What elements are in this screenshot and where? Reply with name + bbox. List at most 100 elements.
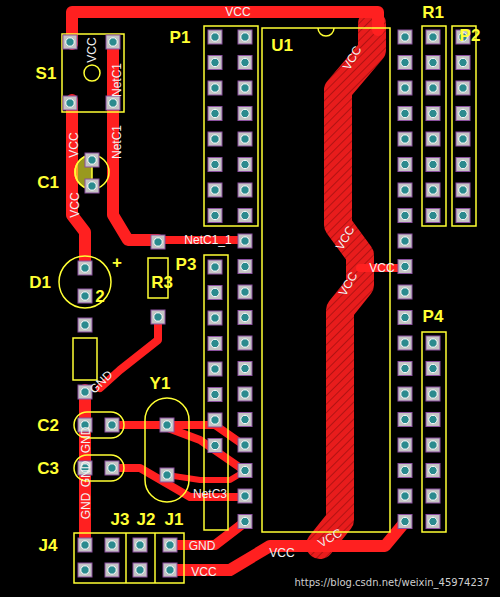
pad-copper	[238, 234, 252, 248]
pad	[105, 418, 119, 432]
pad-hole	[429, 390, 437, 398]
net-label: VCC	[191, 566, 216, 578]
pad-copper	[398, 132, 412, 146]
pad	[238, 81, 252, 95]
pad	[63, 35, 77, 49]
pad	[133, 538, 147, 552]
pad-hole	[429, 466, 437, 474]
pad-copper	[238, 158, 252, 172]
pad-copper	[163, 538, 177, 552]
pad-copper	[105, 461, 119, 475]
pad-hole	[241, 211, 249, 219]
pad	[398, 158, 412, 172]
pad-hole	[211, 314, 219, 322]
pad-copper	[238, 464, 252, 478]
pad-hole	[459, 84, 467, 92]
pad-hole	[163, 471, 171, 479]
pad	[398, 336, 412, 350]
designator: C1	[37, 174, 59, 191]
pad	[208, 311, 222, 325]
pad-hole	[108, 464, 116, 472]
pad	[426, 515, 440, 529]
designator: J3	[111, 511, 130, 528]
pad-hole	[211, 441, 219, 449]
pad	[398, 132, 412, 146]
pad	[398, 438, 412, 452]
pad-copper	[208, 439, 222, 453]
pad-hole	[211, 339, 219, 347]
pad-copper	[398, 183, 412, 197]
pad-copper	[398, 30, 412, 44]
pad	[238, 209, 252, 223]
pad	[398, 30, 412, 44]
pad-hole	[81, 264, 89, 272]
pad-copper	[106, 35, 120, 49]
pad-copper	[398, 158, 412, 172]
net-label: NetC1_1	[184, 234, 231, 246]
pad-hole	[429, 339, 437, 347]
pad-hole	[401, 313, 409, 321]
pad-copper	[456, 209, 470, 223]
pad-hole	[211, 135, 219, 143]
pad	[398, 260, 412, 274]
pad-hole	[241, 492, 249, 500]
net-label: NetC1	[111, 63, 123, 97]
pad	[208, 337, 222, 351]
designator: C3	[37, 460, 59, 477]
pad	[398, 107, 412, 121]
pad	[238, 311, 252, 325]
pad-copper	[398, 413, 412, 427]
pad-copper	[398, 464, 412, 478]
pad	[426, 413, 440, 427]
pad	[208, 209, 222, 223]
pad-hole	[429, 186, 437, 194]
pad-hole	[459, 58, 467, 66]
pad	[426, 387, 440, 401]
pad	[208, 183, 222, 197]
pad-hole	[241, 339, 249, 347]
pad	[208, 81, 222, 95]
pad-copper	[426, 362, 440, 376]
pad-hole	[108, 421, 116, 429]
watermark: https://blog.csdn.net/weixin_45974237	[294, 578, 489, 588]
pad-hole	[154, 313, 162, 321]
pad-copper	[208, 337, 222, 351]
designator: Y1	[150, 375, 171, 392]
silkscreen	[59, 26, 476, 583]
pad	[238, 362, 252, 376]
pad-copper	[398, 81, 412, 95]
pad-hole	[401, 237, 409, 245]
pad-copper	[426, 209, 440, 223]
pin-mark: +	[112, 254, 122, 271]
pad-hole	[401, 84, 409, 92]
net-label: VCC	[69, 192, 81, 217]
pad-copper	[238, 107, 252, 121]
pad-copper	[208, 158, 222, 172]
pad-copper	[106, 96, 120, 110]
pad-hole	[66, 38, 74, 46]
pad-hole	[241, 160, 249, 168]
pad-copper	[398, 311, 412, 325]
pad-hole	[241, 364, 249, 372]
pad-copper	[208, 209, 222, 223]
pad	[456, 81, 470, 95]
pad	[238, 438, 252, 452]
pad	[238, 30, 252, 44]
pad-hole	[81, 292, 89, 300]
pad-copper	[238, 336, 252, 350]
pad	[238, 387, 252, 401]
pad	[208, 30, 222, 44]
pin-mark: 2	[95, 288, 104, 305]
pad-hole	[241, 186, 249, 194]
pad-copper	[426, 413, 440, 427]
designator: J2	[137, 511, 156, 528]
net-label: VCC	[86, 37, 98, 62]
pad	[151, 310, 165, 324]
pad-copper	[105, 563, 119, 577]
pad-hole	[241, 84, 249, 92]
pad-hole	[401, 492, 409, 500]
pad-copper	[398, 107, 412, 121]
pad-copper	[208, 388, 222, 402]
net-label: VCC	[269, 547, 294, 559]
pad-copper	[456, 56, 470, 70]
